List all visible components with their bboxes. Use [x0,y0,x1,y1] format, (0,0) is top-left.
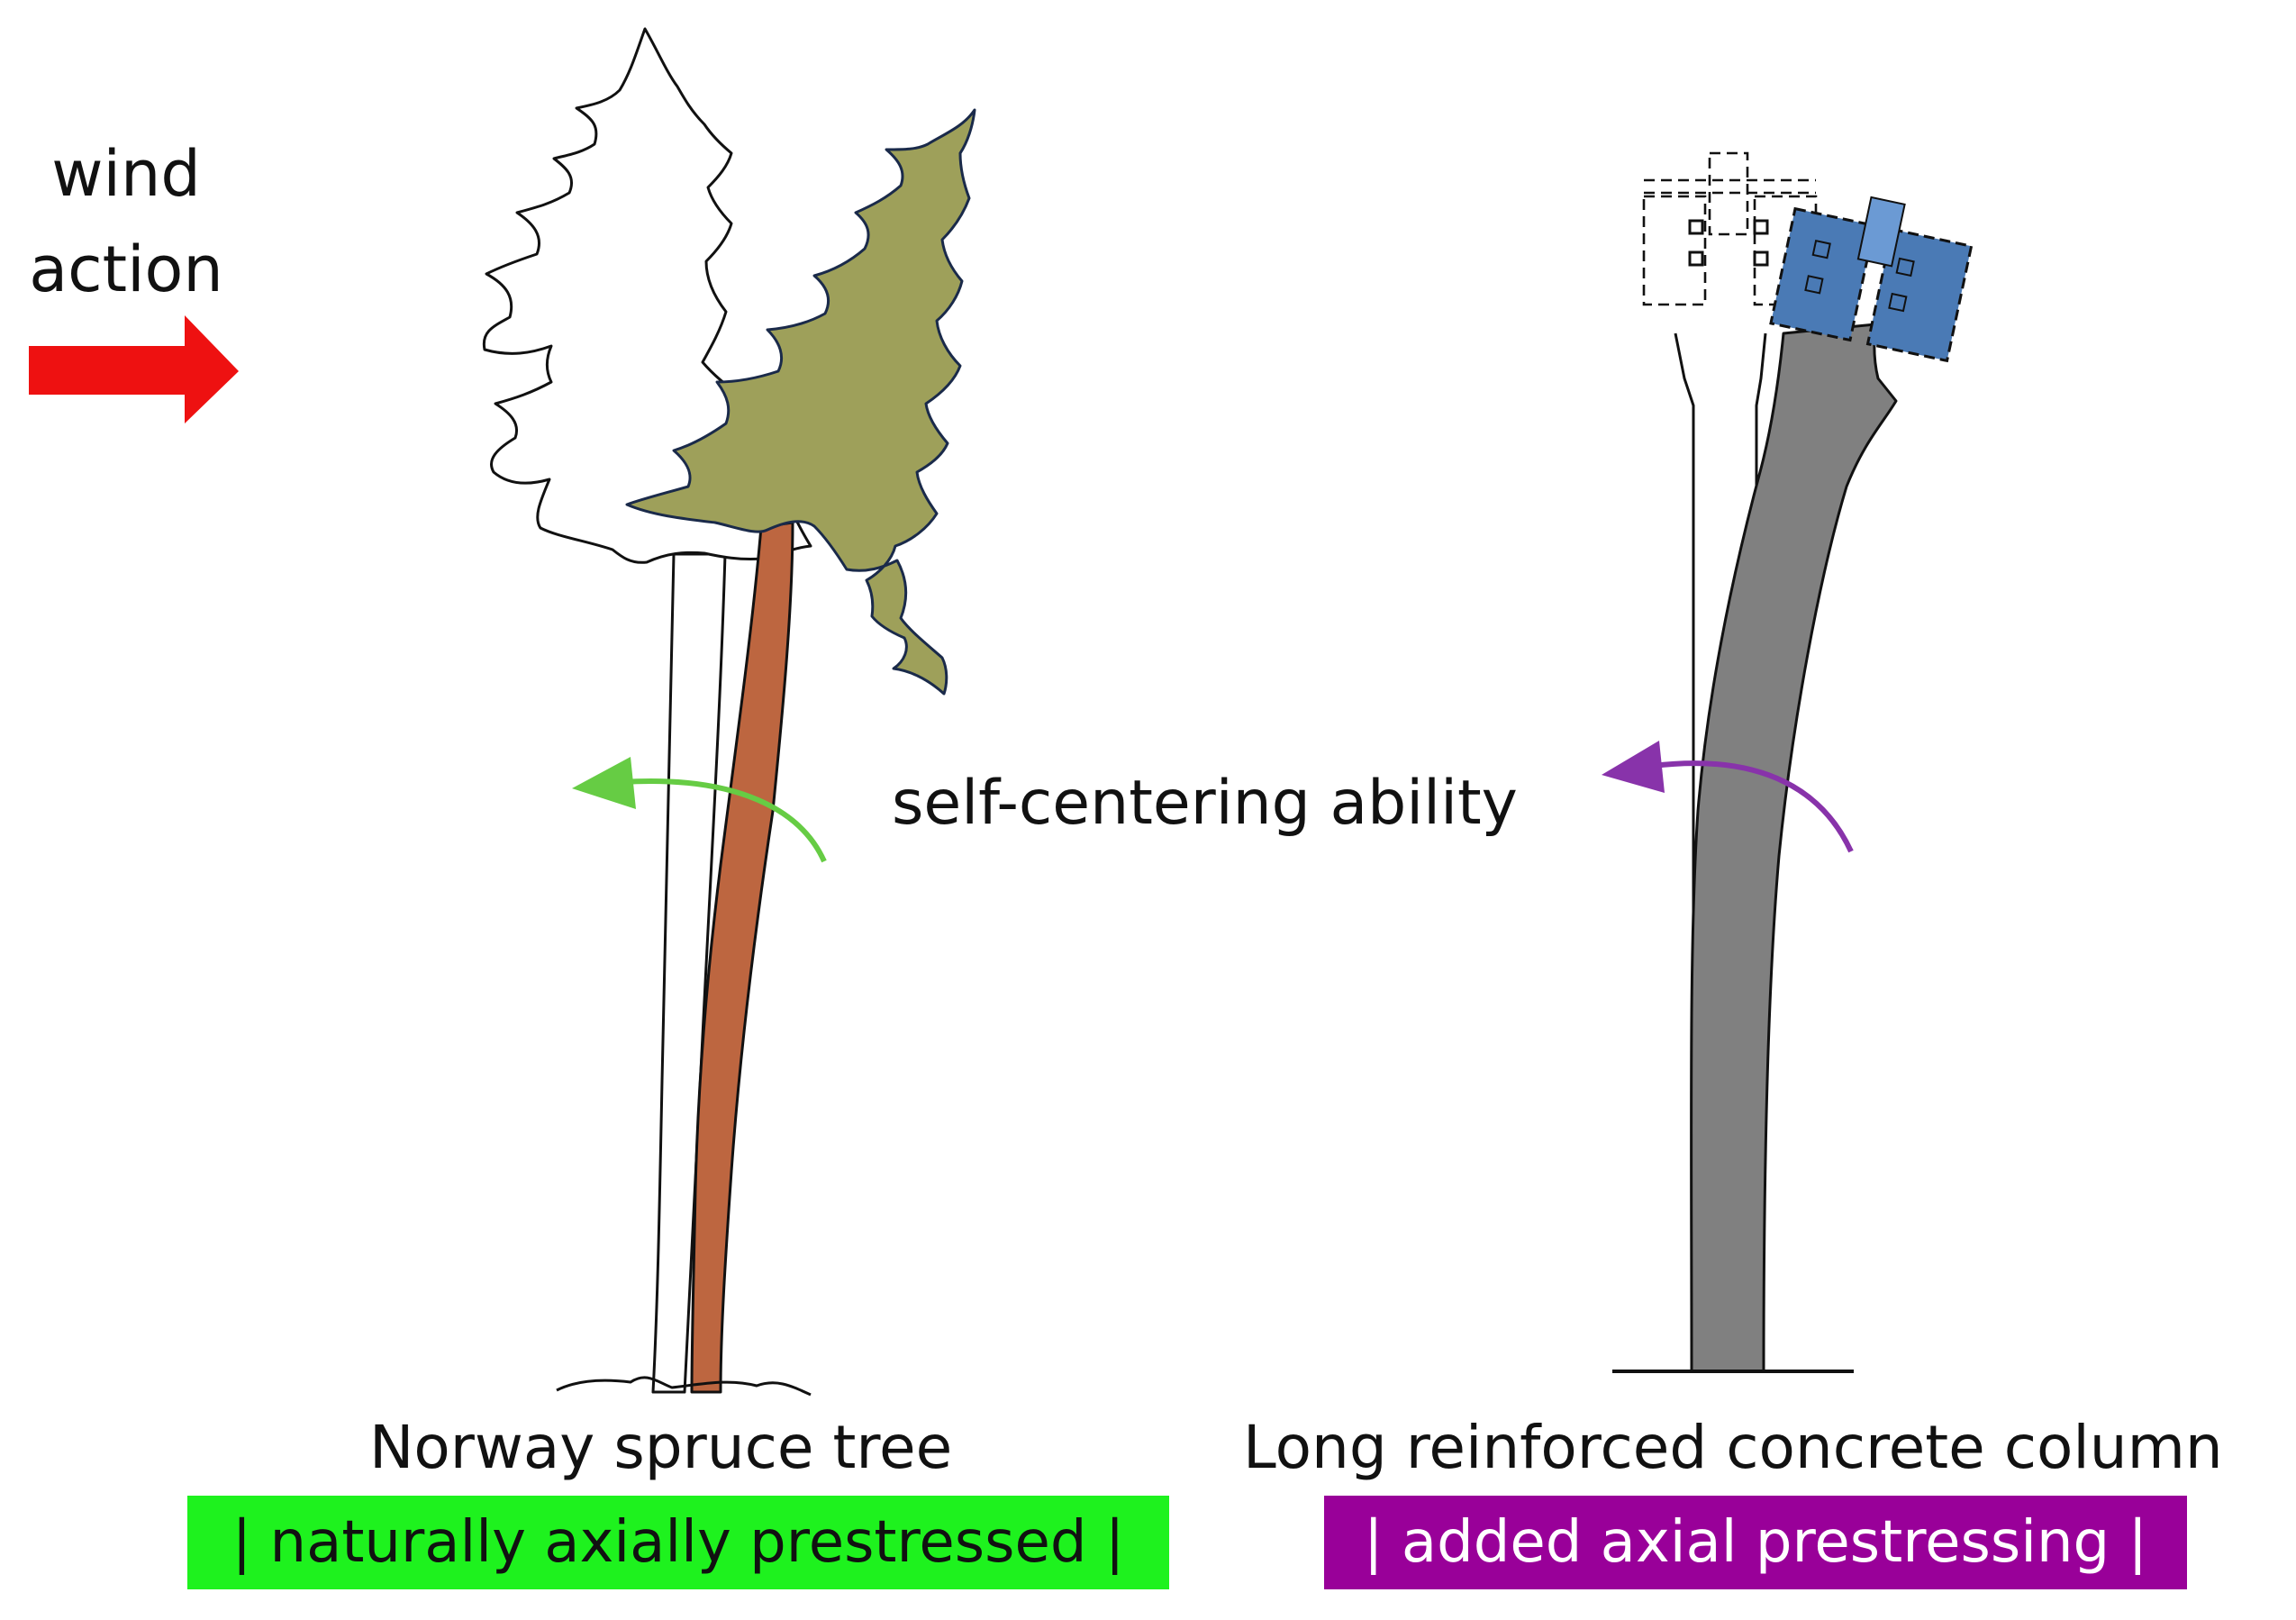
column-head-left-block [1769,206,1876,342]
column-head-center-block [1856,196,1906,268]
green-arrowhead [572,757,636,809]
undeformed-trunk-outline [651,552,727,1394]
wind-label-line1: wind [51,137,201,211]
undeformed-anchor-3 [1753,219,1769,235]
undeformed-head-left-block [1642,195,1707,306]
column-caption: Long reinforced concrete column [1243,1413,2223,1482]
tree-caption: Norway spruce tree [369,1413,953,1482]
column-badge: | added axial prestressing | [1324,1496,2187,1589]
purple-arrowhead [1602,741,1665,793]
self-centering-label: self-centering ability [892,768,1518,839]
tree-crown [625,108,976,696]
undeformed-anchor-1 [1688,219,1704,235]
undeformed-anchor-4 [1753,250,1769,267]
green-arrow-curve [621,778,827,863]
wind-label-line2: action [29,232,223,306]
tree-trunk [690,521,794,1394]
tree-badge: | naturally axially prestressed | [187,1496,1169,1589]
undeformed-anchor-2 [1688,250,1704,267]
purple-arrow-curve [1652,760,1854,853]
column-head-right-block [1865,227,1974,363]
tree-ground [556,1376,812,1397]
column-head [1769,196,1974,363]
undeformed-head-right-block [1753,195,1818,306]
column-shaft [1690,323,1898,1373]
wind-arrow [29,315,239,423]
